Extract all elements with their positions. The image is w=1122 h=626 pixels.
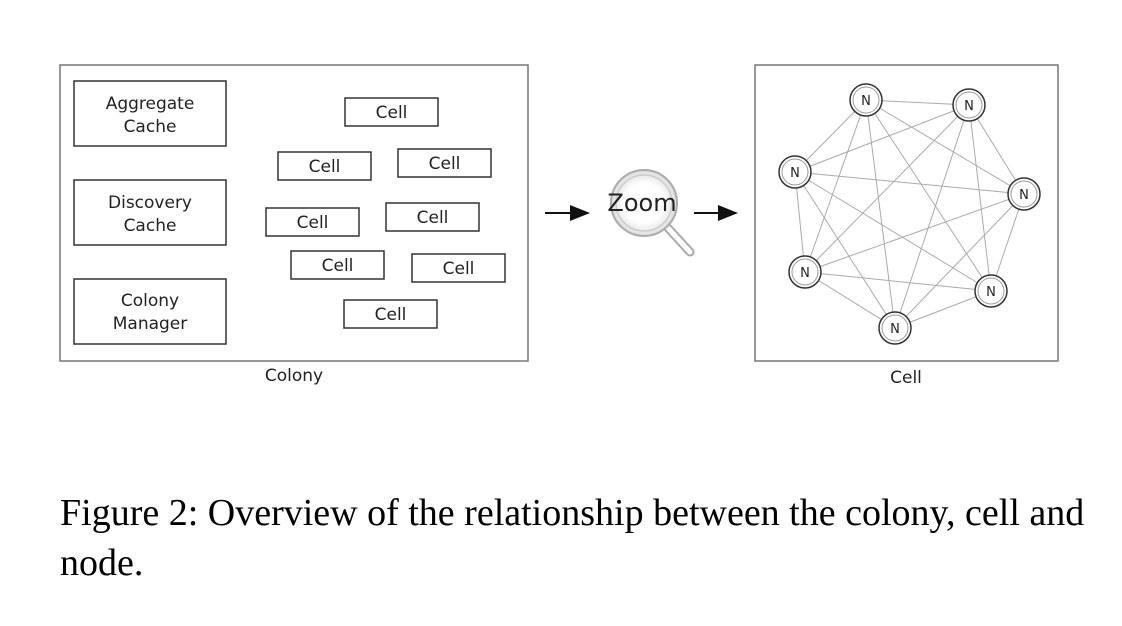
node-edge — [865, 99, 896, 329]
node-circle — [849, 83, 883, 117]
cell-box-label: Cell — [322, 256, 354, 276]
cell-box: Cell — [411, 253, 506, 283]
node-edge — [894, 193, 1025, 329]
node-circle — [974, 274, 1008, 308]
node-label: N — [861, 94, 871, 109]
diagram: Aggregate Cache Discovery Cache Colony M… — [59, 64, 1059, 388]
cell-box-label: Cell — [375, 305, 407, 325]
cell-box-label: Cell — [429, 154, 461, 174]
cell-box-label: Cell — [417, 208, 449, 228]
colony-manager-label-line2: Manager — [113, 314, 188, 334]
node-inner-ring — [852, 86, 880, 114]
aggregate-cache-label-line1: Aggregate — [106, 94, 195, 114]
cell-box-label: Cell — [309, 157, 341, 177]
node-inner-ring — [781, 158, 809, 186]
node: N — [849, 83, 883, 117]
node: N — [878, 311, 912, 345]
node: N — [974, 274, 1008, 308]
node-circle — [778, 155, 812, 189]
node-inner-ring — [791, 258, 819, 286]
node-circle — [952, 88, 986, 122]
node-label: N — [890, 322, 900, 337]
node-label: N — [986, 285, 996, 300]
node: N — [778, 155, 812, 189]
discovery-cache-label-line1: Discovery — [108, 193, 192, 213]
node-inner-ring — [881, 314, 909, 342]
cell-box: Cell — [343, 299, 438, 329]
node-edge — [894, 290, 992, 329]
node-edges — [794, 99, 1025, 329]
node-edge — [794, 171, 896, 329]
node-circle — [878, 311, 912, 345]
colony-manager-label-line1: Colony — [121, 291, 179, 311]
node-inner-ring — [977, 277, 1005, 305]
node: N — [952, 88, 986, 122]
node-edge — [794, 171, 992, 292]
node-edge — [865, 99, 970, 106]
node: N — [1007, 177, 1041, 211]
node-edge — [794, 99, 867, 173]
node-edge — [894, 104, 970, 329]
node-inner-ring — [1010, 180, 1038, 208]
colony-manager-box: Colony Manager — [73, 278, 227, 345]
cell-label: Cell — [890, 368, 922, 388]
discovery-cache-box: Discovery Cache — [73, 179, 227, 246]
node-edge — [794, 104, 970, 173]
cell-box-label: Cell — [376, 103, 408, 123]
node-edge — [804, 193, 1025, 273]
cell-box: Cell — [385, 202, 480, 232]
node-edge — [804, 271, 896, 329]
node-inner-ring — [955, 91, 983, 119]
cell-panel: N N N N N N N — [754, 64, 1059, 362]
magnifier-icon — [610, 169, 695, 257]
aggregate-cache-label-line2: Cache — [124, 117, 177, 137]
node-edge — [865, 99, 1025, 195]
cell-box: Cell — [277, 151, 372, 181]
node-edge — [865, 99, 992, 292]
node-edge — [804, 104, 970, 273]
cell-box-label: Cell — [443, 259, 475, 279]
aggregate-cache-box: Aggregate Cache — [73, 80, 227, 147]
node-edge — [804, 271, 992, 292]
colony-label: Colony — [265, 366, 323, 386]
zoom-label: Zoom — [607, 189, 676, 217]
node-edge — [794, 171, 1025, 195]
figure-caption: Figure 2: Overview of the relationship b… — [60, 492, 1085, 584]
node-label: N — [790, 166, 800, 181]
node-label: N — [1019, 188, 1029, 203]
node-edge — [804, 99, 867, 273]
cell-box: Cell — [397, 148, 492, 178]
discovery-cache-label-line2: Cache — [124, 216, 177, 236]
cell-box: Cell — [265, 207, 360, 237]
node-edge — [968, 104, 1025, 195]
node-edge — [990, 193, 1025, 292]
node-circle — [1007, 177, 1041, 211]
node-group: N N N N N N N — [778, 83, 1041, 345]
node-label: N — [800, 266, 810, 281]
cell-box: Cell — [290, 250, 385, 280]
cell-box-label: Cell — [297, 213, 329, 233]
cell-box: Cell — [344, 97, 439, 127]
node-label: N — [964, 99, 974, 114]
colony-panel: Aggregate Cache Discovery Cache Colony M… — [59, 64, 529, 362]
node-circle — [788, 255, 822, 289]
node-edge — [968, 104, 992, 292]
node: N — [788, 255, 822, 289]
